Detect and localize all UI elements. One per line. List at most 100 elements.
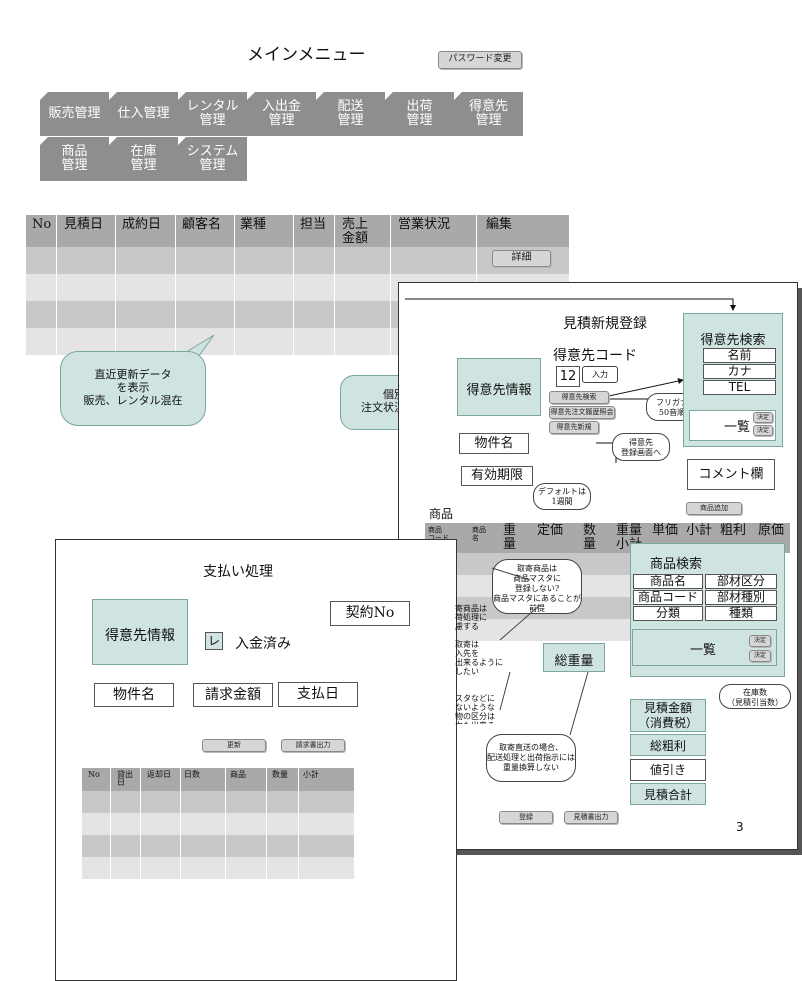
estimate-total-label: 見積合計: [643, 788, 692, 802]
menu-tile[interactable]: 在庫 管理: [109, 137, 178, 181]
table-header-cell: 成約日: [122, 217, 162, 232]
gross-profit-box: [630, 734, 706, 756]
menu-tile[interactable]: 販売管理: [40, 92, 109, 136]
new-customer-button[interactable]: 得意先新規: [549, 421, 599, 434]
contract-no-field[interactable]: 契約No: [330, 601, 410, 626]
payment-table-header: [82, 768, 354, 791]
table-column-divider: [293, 215, 294, 355]
payment-header-cell: No: [88, 770, 100, 779]
table-header-cell: 編集: [486, 217, 513, 232]
product-header-cell: 定価: [537, 523, 564, 538]
table-column-divider: [175, 215, 176, 355]
product-search-field[interactable]: 部材種別: [705, 590, 777, 605]
table-column-divider: [56, 215, 57, 355]
product-search-field[interactable]: 種類: [705, 606, 777, 621]
product-header-cell: 単価: [652, 523, 679, 538]
estimate-total-box: [630, 783, 706, 805]
payment-title: 支払い処理: [203, 564, 273, 580]
product-header-cell: 重 量: [503, 523, 517, 552]
paid-label: 入金済み: [235, 636, 291, 652]
table-header-cell: 売上 金額: [342, 217, 369, 246]
table-header-cell: 見積日: [64, 217, 104, 232]
payment-column-divider: [180, 768, 181, 879]
expiry-field[interactable]: 有効期限: [461, 466, 533, 486]
customer-code-input[interactable]: 12: [556, 366, 580, 387]
payment-header-cell: 商品: [230, 770, 246, 779]
add-product-button[interactable]: 商品追加: [686, 502, 742, 515]
customer-search-field[interactable]: 名前: [703, 348, 776, 363]
payment-note-lines: [491, 567, 589, 736]
paid-checkbox[interactable]: レ: [205, 632, 223, 650]
menu-tile[interactable]: 仕入管理: [109, 92, 178, 136]
product-search-field[interactable]: 部材区分: [705, 574, 777, 589]
customer-search-field[interactable]: TEL: [703, 380, 776, 395]
customer-list-label: 一覧: [724, 420, 751, 435]
input-note: 入力: [582, 366, 618, 383]
recent-data-text: 直近更新データ を表示 販売、レンタル混在: [83, 368, 183, 407]
menu-tile[interactable]: 商品 管理: [40, 137, 109, 181]
menu-tile[interactable]: 得意先 管理: [454, 92, 523, 136]
gross-profit-label: 総粗利: [649, 739, 686, 753]
partial-left-note: 寄商品は 荷処理に 慮する 取寄は 入先を 出来るように したい スタなどに な…: [455, 604, 503, 724]
menu-tile[interactable]: 入出金 管理: [247, 92, 316, 136]
password-change-button[interactable]: パスワード変更: [438, 51, 522, 69]
page-number: 3: [736, 820, 744, 834]
products-label: 商品: [429, 507, 454, 521]
update-button[interactable]: 更新: [202, 739, 266, 752]
customer-code-label: 得意先コード: [553, 348, 637, 364]
main-table-header: [26, 215, 569, 247]
payment-table-row: [82, 835, 354, 857]
payment-column-divider: [110, 768, 111, 879]
product-decide-button-2[interactable]: 決定: [749, 650, 771, 662]
direct-ship-note: 取寄直送の場合、 配送処理と出荷指示には 重量換算しない: [486, 734, 576, 782]
menu-tile[interactable]: レンタル 管理: [178, 92, 247, 136]
new-customer-note: 得意先 登録画面へ: [612, 433, 670, 461]
customer-search-field[interactable]: カナ: [703, 364, 776, 379]
payment-header-cell: 小計: [303, 770, 319, 779]
product-search-field[interactable]: 商品名: [633, 574, 703, 589]
payment-header-cell: 貸出 日: [117, 770, 133, 787]
payment-table-row: [82, 857, 354, 879]
order-history-button[interactable]: 得意先注文履歴照会: [549, 406, 615, 419]
menu-tile[interactable]: 配送 管理: [316, 92, 385, 136]
customer-decide-button-1[interactable]: 決定: [753, 412, 773, 423]
payment-header-cell: 数量: [272, 770, 288, 779]
table-header-cell: 営業状況: [398, 217, 451, 232]
payment-table-row: [82, 813, 354, 835]
recent-data-bubble: [60, 351, 206, 426]
menu-tile[interactable]: システム 管理: [178, 137, 247, 181]
product-header-cell: 商品 名: [472, 526, 486, 542]
pay-date-field[interactable]: 支払日: [278, 682, 358, 707]
payment-header-cell: 返却日: [147, 770, 171, 779]
stock-note: 在庫数 （見積引当数）: [719, 684, 791, 709]
invoice-print-button[interactable]: 請求書出力: [281, 739, 345, 752]
product-header-cell: 粗利: [720, 523, 747, 538]
table-header-cell: 担当: [300, 217, 327, 232]
print-estimate-button[interactable]: 見積書出力: [564, 811, 618, 824]
comment-field[interactable]: コメント欄: [687, 459, 775, 490]
table-column-divider: [334, 215, 335, 355]
payment-column-divider: [140, 768, 141, 879]
estimate-customer-info-label: 得意先情報: [466, 383, 532, 398]
torikose-note: 取寄商品は 商品マスタに 登録しない? 商品マスタにあることが 前提: [492, 559, 582, 614]
table-row: [26, 247, 569, 274]
payment-item-name[interactable]: 物件名: [94, 683, 174, 707]
estimate-amount-label: 見積金額 （消費税）: [637, 701, 698, 730]
payment-column-divider: [225, 768, 226, 879]
total-weight-box: [543, 643, 605, 672]
register-button[interactable]: 登録: [499, 811, 553, 824]
product-search-field[interactable]: 商品コード: [633, 590, 703, 605]
payment-table-row: [82, 791, 354, 813]
invoice-amount-field[interactable]: 請求金額: [193, 683, 273, 707]
menu-tile[interactable]: 出荷 管理: [385, 92, 454, 136]
discount-field[interactable]: 値引き: [630, 759, 706, 781]
detail-button[interactable]: 詳細: [492, 250, 551, 267]
product-search-field[interactable]: 分類: [633, 606, 703, 621]
table-header-cell: No: [32, 217, 52, 232]
table-header-cell: 顧客名: [182, 217, 222, 232]
customer-decide-button-2[interactable]: 決定: [753, 425, 773, 436]
product-header-cell: 数 量: [583, 523, 597, 552]
estimate-item-name[interactable]: 物件名: [459, 433, 529, 454]
customer-search-button[interactable]: 得意先検索: [549, 391, 609, 404]
product-decide-button-1[interactable]: 決定: [749, 635, 771, 647]
